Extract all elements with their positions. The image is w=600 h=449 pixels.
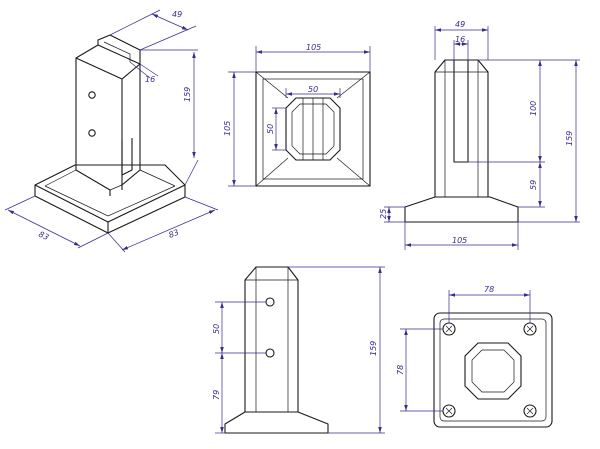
dim-front-height: 159 xyxy=(369,341,378,356)
dim-top-base: 105 xyxy=(306,43,321,52)
bottom-view xyxy=(433,312,553,428)
dim-side-slot: 16 xyxy=(455,35,465,44)
dim-top-post-h: 50 xyxy=(266,124,275,134)
isometric-view xyxy=(34,34,186,234)
dim-side-height: 159 xyxy=(565,131,574,146)
dim-top-side: 105 xyxy=(223,121,232,136)
dim-top-post-w: 50 xyxy=(308,85,318,94)
dim-side-top: 49 xyxy=(455,20,465,29)
dim-bottom-hole-x: 78 xyxy=(484,285,494,294)
iso-hole-bottom xyxy=(88,129,96,137)
top-view-dimensions: 105 105 50 50 xyxy=(223,43,371,187)
side-view-dimensions: 49 16 100 159 59 25 105 xyxy=(379,20,580,250)
front-hole-top xyxy=(265,297,275,307)
front-hole-bottom xyxy=(265,348,275,358)
iso-hole-top xyxy=(88,91,96,99)
dim-iso-height: 159 xyxy=(183,87,192,102)
dim-iso-top-width: 49 xyxy=(172,10,182,19)
front-view xyxy=(224,266,329,434)
side-view xyxy=(404,59,519,223)
dim-iso-base-right: 83 xyxy=(167,228,180,240)
top-view xyxy=(255,71,371,187)
front-view-dimensions: 50 79 159 xyxy=(212,266,385,434)
dim-side-lower: 59 xyxy=(529,180,538,190)
dim-front-lower: 79 xyxy=(212,390,221,400)
dim-front-hole-spacing: 50 xyxy=(212,324,221,334)
dim-iso-base-left: 83 xyxy=(37,230,50,242)
dim-bottom-hole-y: 78 xyxy=(396,365,405,375)
dim-side-base-h: 25 xyxy=(379,209,388,219)
dim-side-base-w: 105 xyxy=(452,236,467,245)
dim-side-slot-depth: 100 xyxy=(529,101,538,116)
isometric-dimensions: 49 16 159 83 83 xyxy=(4,9,219,253)
bottom-view-dimensions: 78 78 xyxy=(396,285,531,412)
dim-iso-slot: 16 xyxy=(145,75,155,84)
